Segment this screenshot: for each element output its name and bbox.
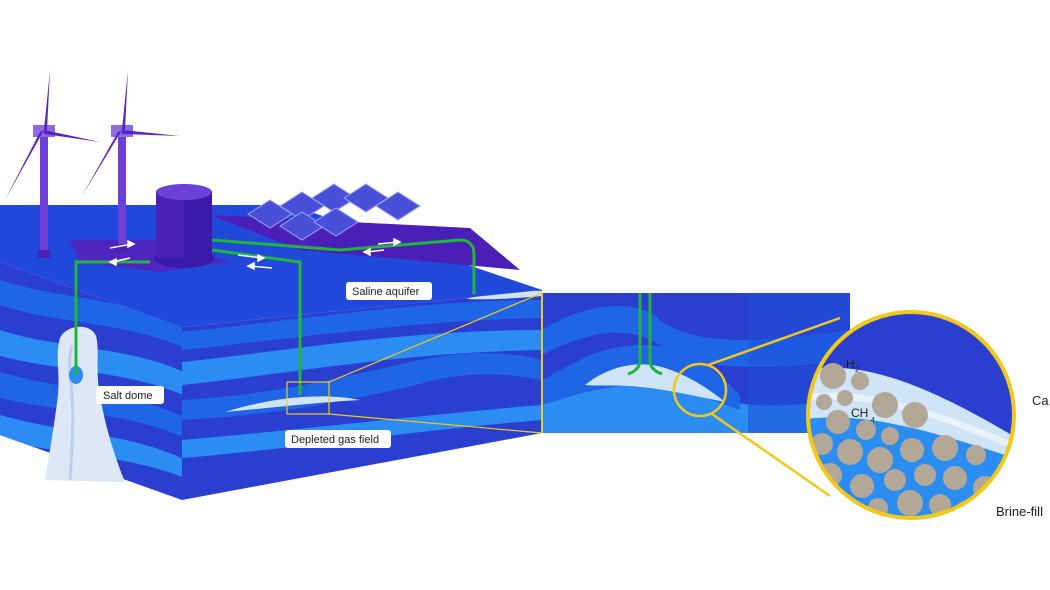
h2-label: H	[846, 357, 855, 371]
salt-dome-shading	[68, 344, 75, 481]
ch4-subscript: 4	[871, 417, 875, 424]
cross-section	[541, 293, 850, 433]
well-pipes	[627, 293, 663, 376]
zoom-connector-1	[286, 292, 543, 434]
ch4-label: CH	[851, 406, 868, 420]
ground-block	[0, 205, 542, 500]
pipe-network	[74, 238, 476, 395]
label-depleted-gas-field: Depleted gas field	[285, 430, 391, 448]
salt-dome	[45, 326, 125, 482]
brine-filled-label: Brine-fill	[996, 504, 1043, 519]
gas-trap-lens	[585, 364, 725, 402]
storage-tank	[154, 184, 214, 268]
magnifier-ring	[806, 310, 1016, 520]
label-salt-dome: Salt dome	[96, 386, 164, 404]
flow-arrows	[108, 237, 402, 271]
saline-aquifer-lens	[466, 290, 542, 300]
zoom-connector-2	[672, 316, 841, 498]
wind-turbine-right	[82, 70, 180, 252]
wind-turbine-left	[5, 70, 100, 258]
salt-dome-text: Salt dome	[103, 390, 153, 402]
label-saline-aquifer: Saline aquifer	[346, 282, 432, 300]
solar-panel-array	[247, 183, 421, 241]
h2-subscript: 2	[855, 367, 859, 374]
gas-field-lens	[225, 396, 360, 412]
depleted-gas-field-text: Depleted gas field	[291, 434, 379, 446]
cap-rock-label: Ca	[1032, 393, 1049, 408]
saline-aquifer-text: Saline aquifer	[352, 286, 420, 298]
